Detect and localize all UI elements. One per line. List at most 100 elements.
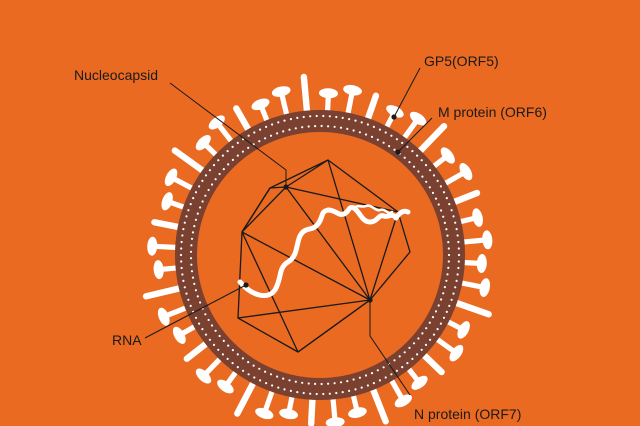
membrane-dot [421, 175, 424, 178]
membrane-dot [214, 178, 217, 181]
membrane-dot [180, 266, 183, 270]
membrane-dot [182, 228, 185, 231]
membrane-dot [455, 228, 458, 231]
membrane-dot [439, 185, 442, 188]
membrane-dot [210, 183, 214, 186]
membrane-dot [283, 388, 286, 391]
membrane-dot [333, 125, 336, 128]
membrane-dot [296, 391, 299, 394]
membrane-dot [227, 344, 230, 347]
membrane-dot [376, 138, 379, 141]
membrane-dot [269, 134, 273, 137]
membrane-dot [416, 154, 419, 157]
membrane-dot [403, 156, 406, 159]
membrane-dot [393, 359, 396, 362]
membrane-dot [309, 115, 312, 118]
membrane-dot [247, 373, 250, 376]
membrane-dot [183, 221, 186, 224]
membrane-dot [288, 128, 291, 131]
membrane-dot [259, 128, 262, 131]
rna-strand [237, 205, 411, 299]
membrane-dot [328, 392, 331, 395]
membrane-dot [226, 150, 229, 153]
membrane-dot [265, 125, 268, 128]
membrane-dot [294, 380, 297, 383]
membrane-dot [447, 260, 450, 263]
label-n-protein: N protein (ORF7) [414, 406, 522, 422]
membrane-dot [264, 137, 267, 140]
membrane-dot [416, 353, 419, 356]
membrane-dot [189, 203, 192, 206]
membrane-dot [199, 206, 202, 209]
membrane-dot [341, 116, 344, 119]
membrane-dot [395, 369, 398, 372]
membrane-dot [212, 343, 216, 346]
membrane-dot [204, 313, 207, 316]
membrane-dot [354, 388, 357, 391]
membrane-dot [339, 381, 343, 384]
membrane-dot [401, 366, 404, 369]
membrane-dot [320, 382, 323, 386]
membrane-dot [401, 141, 404, 144]
membrane-dot [288, 379, 291, 382]
membrane-dot [445, 228, 448, 231]
membrane-dot [222, 339, 225, 342]
membrane-dot [431, 316, 435, 319]
membrane-dot [327, 125, 330, 128]
membrane-dot [327, 382, 330, 385]
membrane-dot [446, 234, 449, 237]
membrane-dot [247, 146, 250, 149]
membrane-dot [429, 169, 432, 172]
membrane-dot [189, 257, 193, 260]
membrane-dot [434, 197, 438, 200]
membrane-dot [214, 329, 217, 332]
membrane-dot [282, 377, 285, 380]
membrane-dot [193, 225, 196, 228]
membrane-dot [301, 126, 304, 129]
membrane-dot [185, 215, 188, 218]
membrane-dot [210, 324, 214, 327]
label-rna: RNA [112, 332, 142, 348]
label-leader-lines [144, 67, 433, 396]
membrane-dot [322, 392, 325, 396]
membrane-dot [445, 279, 448, 282]
membrane-dot [247, 361, 250, 364]
membrane-dot [378, 128, 381, 131]
membrane-dot [376, 369, 379, 372]
membrane-dot [436, 328, 439, 331]
membrane-dot [258, 367, 261, 370]
membrane-dot [191, 231, 195, 234]
membrane-dot [221, 353, 224, 356]
membrane-dot [384, 131, 387, 134]
rna-strand-thin [352, 204, 394, 215]
lipid-envelope [175, 110, 465, 400]
membrane-dot [370, 135, 374, 138]
membrane-dot [315, 114, 318, 118]
membrane-dot [442, 316, 446, 319]
membrane-dot [294, 127, 297, 130]
membrane-dot [265, 382, 268, 385]
membrane-dot [384, 376, 387, 379]
membrane-dot [429, 338, 432, 341]
membrane-dot [358, 131, 361, 134]
membrane-dot [436, 179, 439, 182]
nucleocapsid-icosahedron [237, 159, 411, 353]
membrane-dot [227, 163, 230, 166]
membrane-dot [236, 141, 239, 144]
membrane-dot [358, 376, 361, 379]
membrane-dot [352, 129, 355, 132]
membrane-dot [221, 154, 224, 157]
membrane-dot [194, 316, 198, 319]
membrane-dot [447, 247, 450, 250]
membrane-dot [194, 289, 197, 292]
membrane-dot [437, 304, 440, 307]
membrane-dot [190, 237, 194, 240]
membrane-dot [335, 391, 338, 395]
membrane-dot [190, 270, 194, 273]
membrane-dot [194, 191, 198, 194]
membrane-dot [445, 197, 448, 200]
membrane-dot [320, 124, 323, 128]
membrane-dot [264, 370, 267, 373]
membrane-dot [194, 218, 197, 221]
